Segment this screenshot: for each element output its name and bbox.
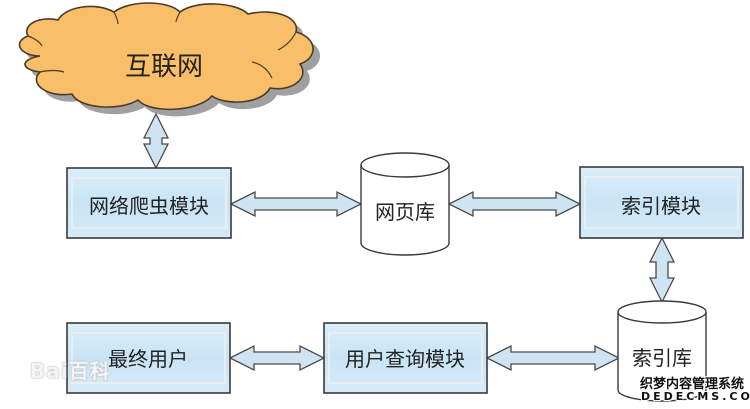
cloud-body [18,2,314,111]
end-user-label: 最终用户 [108,347,188,371]
cloud-crease [175,11,181,23]
index-module-label: 索引模块 [621,194,701,218]
arrow-end-user-query [228,344,326,372]
baidu-watermark: Bai百科 [30,359,111,383]
index-database-label: 索引库 [632,346,692,370]
cloud-crease [27,35,43,47]
arrow-internet-crawler [142,112,170,170]
arrow-indexer-index-db [648,236,676,304]
cloud-crease [277,31,297,51]
query-module-label: 用户查询模块 [345,347,465,371]
index-database-cylinder: 索引库 [617,300,707,402]
internet-label: 互联网 [125,52,203,82]
index-module-box: 索引模块 [579,166,744,239]
dedecms-watermark-chinese: 织梦内容管理系统 [640,377,745,392]
arrow-crawler-page-db [229,190,363,218]
dedecms-watermark-english: DEDECMS.COM [641,390,750,403]
crawler-module-box: 网络爬虫模块 [66,167,232,239]
arrow-query-index-db [485,344,621,372]
page-database-cylinder: 网页库 [360,152,450,256]
end-user-box: 最终用户 [66,322,231,394]
cloud-crease [251,61,273,79]
arrow-page-db-indexer [447,190,582,218]
crawler-module-label: 网络爬虫模块 [89,194,209,218]
cloud-crease [39,69,65,73]
internet-cloud: 互联网 [18,2,321,117]
cloud-crease [113,11,119,25]
page-database-label: 网页库 [375,200,435,224]
query-module-box: 用户查询模块 [323,322,488,394]
